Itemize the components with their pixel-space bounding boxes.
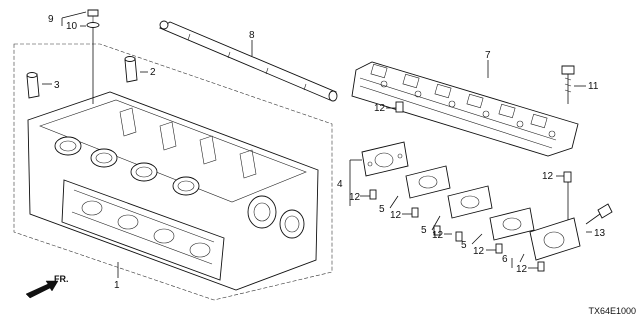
callout-13: 13 [594,228,606,239]
callout-3: 3 [54,80,60,91]
washer-10 [86,22,100,28]
callout-4: 4 [337,179,343,190]
callout-12g: 12 [516,264,528,275]
cylinder-head [13,43,333,301]
rocker-shaft [159,20,338,102]
callout-12b: 12 [542,171,554,182]
bolt-13 [585,203,613,225]
cam-holder-5c [489,207,535,241]
callout-9: 9 [48,14,54,25]
callout-12c: 12 [349,192,361,203]
callout-5b: 5 [421,225,427,236]
callout-12d: 12 [390,210,402,221]
callout-12f: 12 [473,246,485,257]
cam-holder-5a [405,165,451,199]
callout-12a: 12 [374,103,386,114]
callout-8: 8 [249,30,255,41]
dowel-sleeve-3 [26,72,40,99]
direction-label: FR. [54,274,69,284]
bolt-11 [561,65,575,104]
diagram-code: TX64E1000 [588,306,636,316]
rocker-arm-assembly [351,61,579,157]
callout-7: 7 [485,50,491,61]
dowel-sleeve-2 [124,56,138,83]
callout-5c: 5 [461,240,467,251]
callout-2: 2 [150,67,156,78]
cam-holder-6 [529,217,581,261]
dowel-pins [369,101,572,272]
bolt-9 [87,9,99,22]
callout-5a: 5 [379,204,385,215]
cam-holder-4 [361,141,409,177]
callout-10: 10 [66,21,78,32]
cam-holder-5b [447,185,493,219]
callout-12e: 12 [432,230,444,241]
callout-6: 6 [502,254,508,265]
callout-11: 11 [588,81,599,92]
callout-1: 1 [114,280,120,291]
leader-lines [42,11,592,278]
callout-labels: 9 10 2 3 8 7 11 12 12 4 12 5 12 5 12 5 1… [48,14,606,291]
front-direction-arrow: FR. [25,274,69,299]
